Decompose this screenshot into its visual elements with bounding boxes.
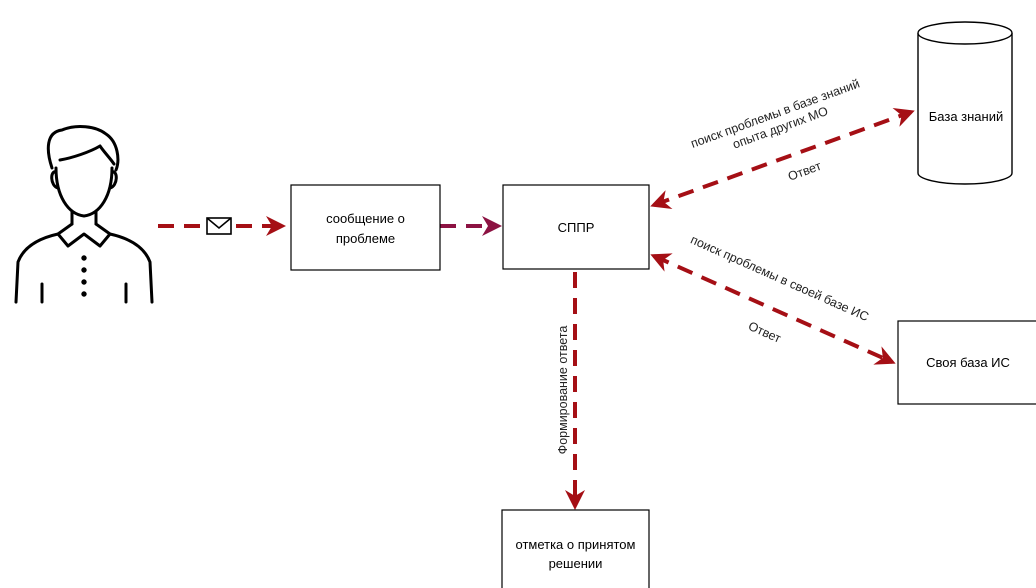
node-message-line-2: проблеме: [336, 231, 395, 246]
node-decision-mark: отметка о принятом решении: [501, 509, 650, 588]
node-dss: СППР: [502, 184, 650, 270]
edge-label-to-knowledge-base: поиск проблемы в базе знаний опыта други…: [689, 77, 862, 152]
edge-dss-own-base: [650, 253, 896, 365]
edge-dss-knowledge-base: [650, 108, 915, 209]
node-knowledge-base: База знаний: [917, 21, 1013, 185]
node-message: сообщение о проблеме: [290, 184, 441, 271]
edge-label-own-base-answer: Ответ: [746, 319, 783, 346]
user-icon: [14, 125, 154, 304]
node-message-line-1: сообщение о: [326, 211, 405, 226]
edge-label-knowledge-base-answer: Ответ: [786, 159, 823, 184]
node-decision-mark-line-1: отметка о принятом: [516, 537, 636, 552]
edge-label-form-answer: Формирование ответа: [556, 326, 570, 455]
node-dss-label: СППР: [558, 220, 595, 235]
node-knowledge-base-label: База знаний: [929, 109, 1004, 124]
node-own-is-base: Своя база ИС: [897, 320, 1036, 405]
node-decision-mark-line-2: решении: [549, 556, 603, 571]
node-own-is-base-label: Своя база ИС: [926, 355, 1010, 370]
envelope-icon: [206, 217, 232, 235]
